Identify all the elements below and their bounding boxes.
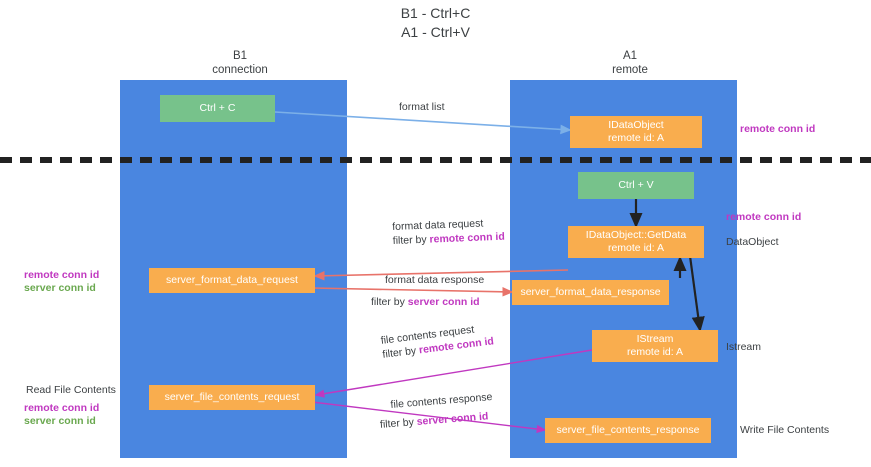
annotation-left-mid-remote: remote conn id (24, 269, 100, 281)
server-conn-id-key: server conn id (416, 410, 489, 428)
annotation-right-dataobject: DataObject (726, 236, 779, 248)
filter-by-prefix: filter by (392, 233, 430, 247)
node-server-file-contents-request[interactable]: server_file_contents_request (149, 385, 315, 410)
column-header-a1: A1 remote (612, 50, 648, 76)
section-divider (0, 157, 871, 163)
annotation-right-istream: Istream (726, 341, 762, 353)
node-server-format-data-request[interactable]: server_format_data_request (149, 268, 315, 293)
page-title: B1 - Ctrl+C A1 - Ctrl+V (400, 5, 471, 40)
node-idataobject[interactable]: IDataObject remote id: A (570, 116, 702, 148)
node-getdata[interactable]: IDataObject::GetData remote id: A (568, 226, 704, 258)
edge-label-format-list: format list (399, 101, 445, 113)
node-server-file-contents-response[interactable]: server_file_contents_response (545, 418, 711, 443)
edge-label-format-data-response: format data response filter by server co… (371, 273, 485, 309)
filter-by-prefix: filter by (381, 344, 420, 361)
annotation-left-bottom-server: server conn id (24, 415, 96, 427)
edge-label-file-contents-response-line2: filter by server conn id (380, 409, 495, 432)
filter-by-prefix: filter by (379, 415, 418, 431)
annotation-left-read-file-contents: Read File Contents (26, 384, 116, 396)
column-header-b1: B1 connection (212, 50, 268, 76)
edge-label-format-data-response-line1: format data response (385, 274, 485, 286)
node-ctrl-v[interactable]: Ctrl + V (578, 172, 694, 199)
edge-label-file-contents-response: file contents response filter by server … (380, 390, 494, 431)
edge-label-file-contents-request: file contents request filter by remote c… (380, 320, 495, 361)
remote-conn-id-key: remote conn id (429, 230, 505, 246)
annotation-left-mid-server: server conn id (24, 282, 96, 294)
edge-label-format-data-request: format data request filter by remote con… (392, 216, 505, 248)
node-server-format-data-response[interactable]: server_format_data_response (512, 280, 669, 305)
edge-label-format-data-request-line2: filter by remote conn id (393, 230, 505, 248)
annotation-right-remote-conn-mid: remote conn id (726, 211, 802, 223)
node-ctrl-c[interactable]: Ctrl + C (160, 95, 275, 122)
edge-label-format-data-response-line2: filter by server conn id (371, 295, 484, 309)
annotation-right-remote-conn-top: remote conn id (740, 123, 816, 135)
annotation-right-write-file-contents: Write File Contents (740, 424, 830, 436)
annotation-left-bottom-remote: remote conn id (24, 402, 100, 414)
server-conn-id-key: server conn id (407, 296, 480, 308)
edge-label-file-contents-response-line1: file contents response (390, 390, 493, 411)
node-istream[interactable]: IStream remote id: A (592, 330, 718, 362)
filter-by-prefix: filter by (371, 296, 408, 308)
